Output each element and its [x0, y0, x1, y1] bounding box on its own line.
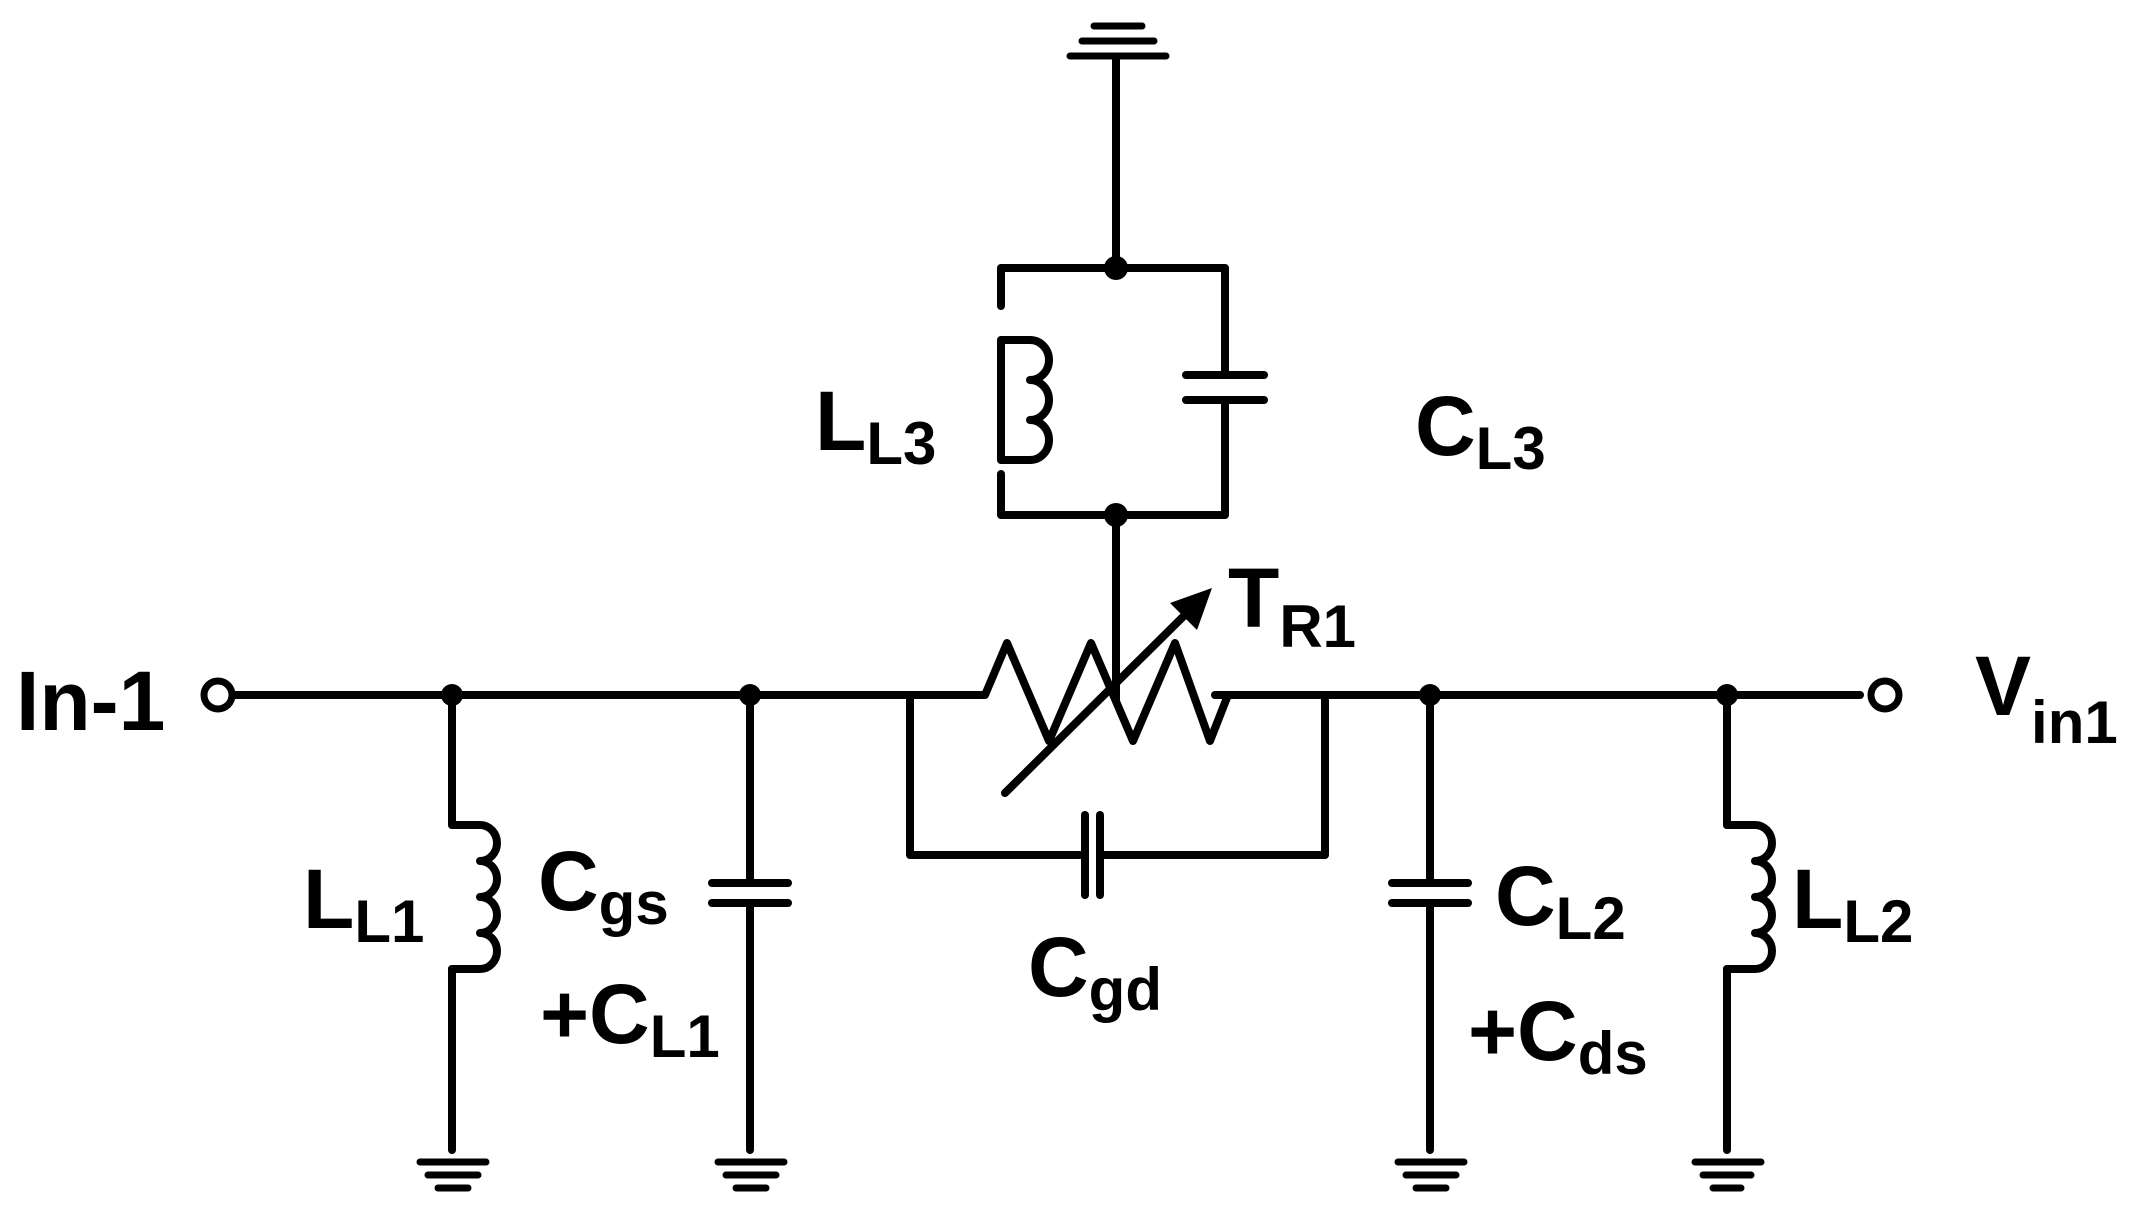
capacitor-cgd: [906, 691, 1329, 899]
label-cl2: CL2: [1495, 849, 1626, 952]
ground-symbol: [1691, 1158, 1765, 1192]
capacitor-cgs: [708, 691, 792, 1154]
capacitor-cl3: [1182, 371, 1268, 404]
ground-symbol: [714, 1158, 788, 1192]
junction-node: [1104, 503, 1128, 527]
label-tr1: TR1: [1228, 551, 1356, 660]
ground-symbol: [1394, 1158, 1468, 1192]
label-ll1: LL1: [303, 852, 424, 955]
ground-symbol-top: [1066, 22, 1170, 60]
label-cgd: Cgd: [1028, 920, 1162, 1023]
label-cgs: Cgs: [538, 834, 669, 937]
label-cl1: +CL1: [540, 967, 720, 1070]
ground-symbol: [416, 1158, 490, 1192]
label-cl3: CL3: [1415, 379, 1546, 482]
inductor-ll1: [448, 691, 501, 1154]
inductor-ll3: [997, 336, 1053, 464]
input-terminal: [200, 677, 236, 713]
capacitor-cl2: [1388, 691, 1472, 1154]
label-input: In-1: [16, 654, 165, 748]
label-ll2: LL2: [1792, 852, 1913, 955]
junction-node: [1104, 256, 1128, 280]
output-terminal: [1867, 677, 1903, 713]
label-cds: +Cds: [1468, 984, 1648, 1087]
label-output: Vin1: [1975, 639, 2118, 756]
label-ll3: LL3: [815, 374, 936, 477]
inductor-ll2: [1723, 691, 1776, 1154]
